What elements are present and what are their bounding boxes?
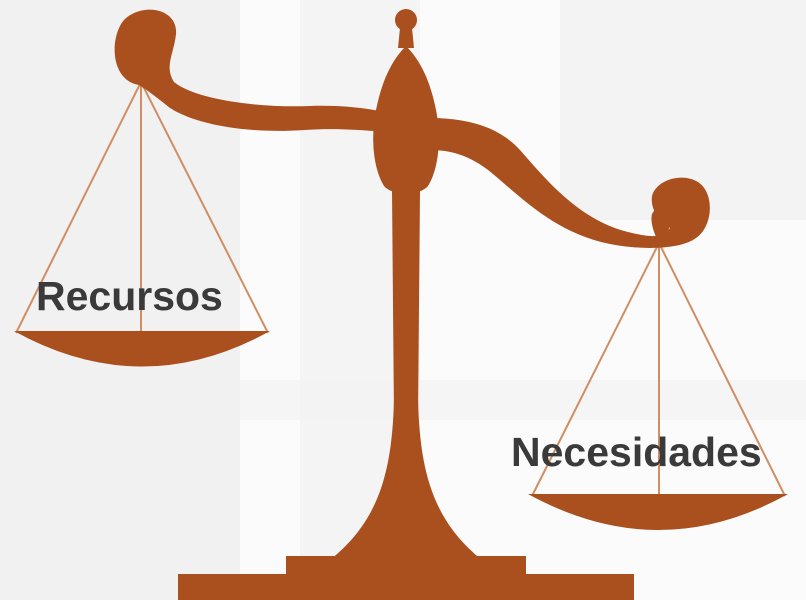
beam-left-hook xyxy=(133,41,157,85)
base-top-step xyxy=(286,556,526,574)
left-pan-strings xyxy=(15,81,269,334)
column xyxy=(392,190,420,420)
top-finial-knob xyxy=(395,9,417,31)
column-flare xyxy=(330,400,482,560)
top-finial-neck xyxy=(398,28,414,48)
right-pan xyxy=(528,494,788,530)
beam-right-hook xyxy=(651,208,670,243)
right-pan-strings xyxy=(531,242,786,497)
base-bottom-step xyxy=(178,574,634,600)
left-pan-label: Recursos xyxy=(36,273,223,319)
beam-right-arm xyxy=(430,118,710,248)
left-pan xyxy=(14,331,270,367)
beam-left-arm xyxy=(114,9,386,133)
right-pan-label: Necesidades xyxy=(511,429,762,475)
central-pivot xyxy=(373,46,439,194)
